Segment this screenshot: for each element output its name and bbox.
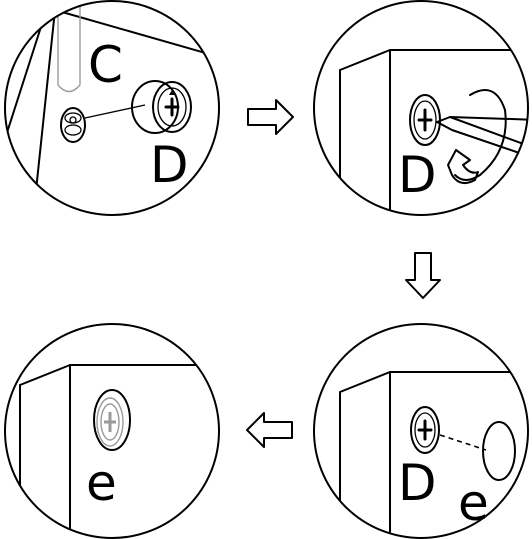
step4-panel: e: [4, 323, 220, 539]
step3-panel: D e: [313, 323, 529, 539]
label-d: D: [398, 146, 437, 204]
screwdriver-icon: [436, 116, 528, 161]
cam-lock-icon: [409, 94, 441, 146]
cover-cap-icon: [93, 389, 131, 451]
step3-circle: [313, 323, 529, 539]
step1-panel: C D: [4, 0, 220, 216]
down-arrow-icon: [405, 252, 441, 299]
step2-panel: D: [313, 0, 529, 216]
label-c: C: [88, 36, 123, 94]
right-arrow-icon: [247, 99, 294, 135]
step4-circle: [4, 323, 220, 539]
cam-lock-icon: [131, 80, 192, 134]
step2-circle: [313, 0, 529, 216]
left-arrow-icon: [246, 412, 293, 448]
label-e: e: [86, 454, 117, 512]
label-d: D: [398, 454, 437, 512]
rotate-arrow-icon: [447, 89, 507, 185]
label-e: e: [458, 474, 489, 532]
label-d: D: [150, 136, 189, 194]
cam-lock-icon: [410, 406, 440, 454]
step1-circle: [4, 0, 220, 216]
cover-cap-icon: [482, 421, 516, 481]
dowel-icon: [60, 107, 86, 143]
